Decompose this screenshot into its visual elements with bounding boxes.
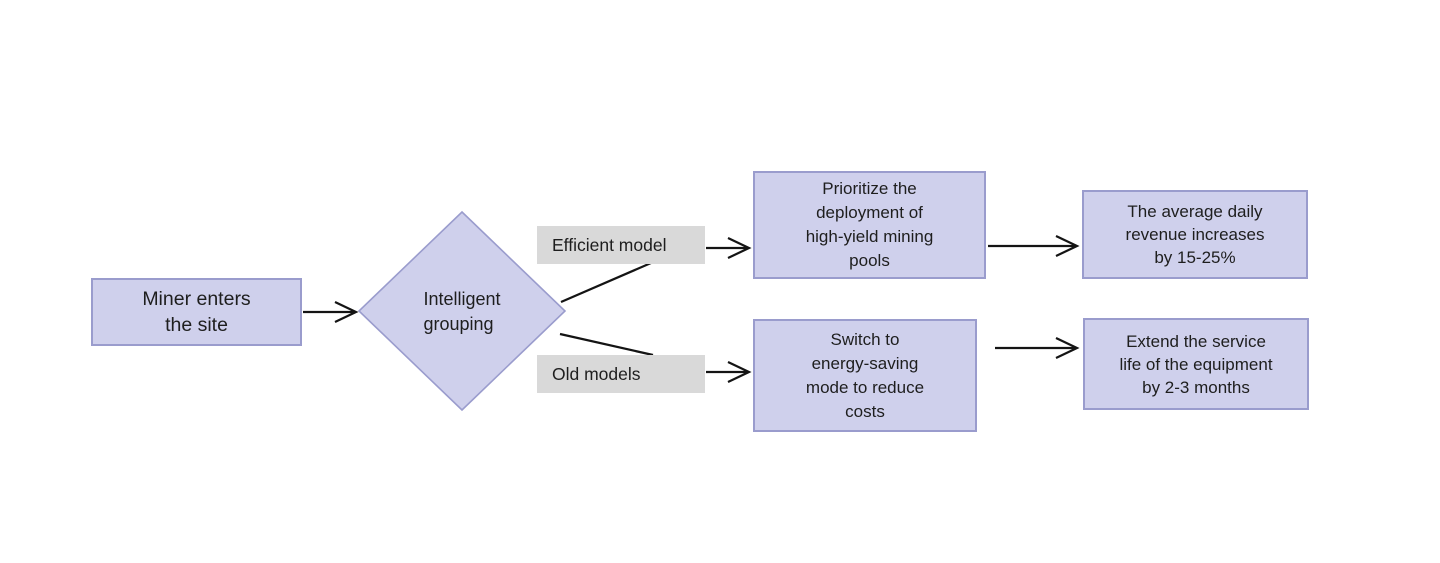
arrow-action-to-outcome-top xyxy=(988,235,1080,257)
node-revenue-increase-label: The average daily revenue increases by 1… xyxy=(1125,202,1265,267)
arrow-efficient-to-action xyxy=(706,237,752,259)
node-intelligent-grouping-label: Intelligent grouping xyxy=(423,289,501,334)
branch-label-efficient-model-text: Efficient model xyxy=(552,234,667,255)
line-decision-to-old xyxy=(559,332,654,357)
arrow-old-to-action xyxy=(706,361,752,383)
branch-label-old-models: Old models xyxy=(537,355,705,393)
decision-diamond-shape xyxy=(357,210,567,412)
arrow-start-to-decision xyxy=(303,301,359,323)
node-miner-enters-site: Miner enters the site xyxy=(91,278,302,346)
branch-label-efficient-model: Efficient model xyxy=(537,226,705,264)
node-intelligent-grouping: Intelligent grouping xyxy=(359,286,565,338)
branch-label-old-models-text: Old models xyxy=(552,363,641,384)
node-prioritize-mining-pools-label: Prioritize the deployment of high-yield … xyxy=(805,179,934,270)
node-miner-enters-site-label: Miner enters the site xyxy=(142,288,251,336)
node-energy-saving-mode-label: Switch to energy-saving mode to reduce c… xyxy=(805,329,925,421)
node-extend-service-life: Extend the service life of the equipment… xyxy=(1083,318,1309,410)
line-decision-to-efficient xyxy=(560,261,652,304)
node-revenue-increase: The average daily revenue increases by 1… xyxy=(1082,190,1308,279)
node-prioritize-mining-pools: Prioritize the deployment of high-yield … xyxy=(753,171,986,279)
node-extend-service-life-label: Extend the service life of the equipment… xyxy=(1119,331,1273,397)
node-energy-saving-mode: Switch to energy-saving mode to reduce c… xyxy=(753,319,977,432)
arrow-action-to-outcome-bottom xyxy=(995,337,1080,359)
